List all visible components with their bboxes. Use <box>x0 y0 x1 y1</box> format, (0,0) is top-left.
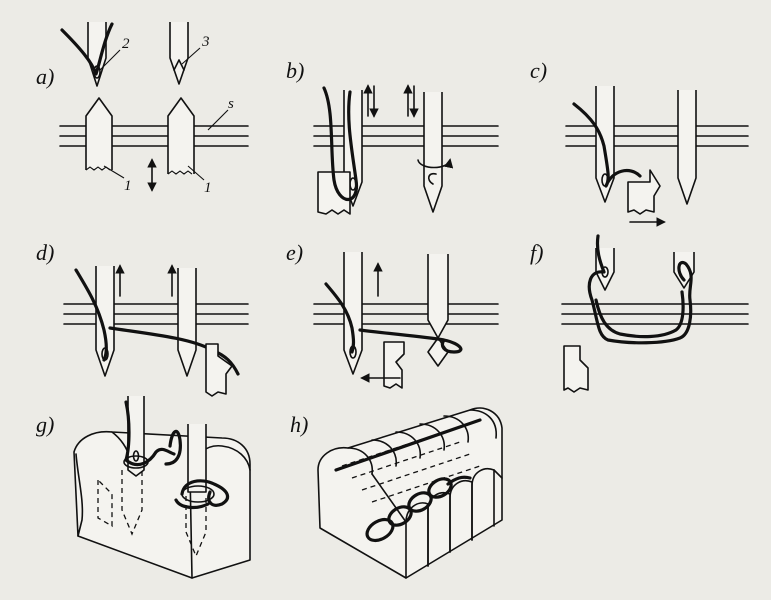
dashed-needle-g2 <box>185 496 207 558</box>
needle-hook-b <box>423 92 443 213</box>
dashed-needle-g1 <box>121 470 143 536</box>
dash-h4 <box>371 465 481 503</box>
block-c <box>627 169 661 215</box>
panel-label-d: d) <box>36 240 54 265</box>
punch-right-a <box>167 97 195 175</box>
thread-e1 <box>324 282 356 354</box>
panel-f: f) <box>530 234 749 393</box>
needle-plain-d <box>177 268 197 377</box>
needle-eye-d <box>95 266 115 377</box>
panel-e: e) <box>286 240 499 389</box>
panel-a: a) 2 3 <box>36 22 249 196</box>
rail-e <box>313 303 499 325</box>
thread-c <box>572 102 642 188</box>
needle-eye-a <box>60 22 114 87</box>
thread-f-inner <box>594 290 685 339</box>
dash-h2 <box>351 441 461 479</box>
rail-f <box>561 303 749 325</box>
callout-2: 2 <box>122 36 130 52</box>
callout-1-left: 1 <box>124 178 132 194</box>
thread-f <box>587 234 693 345</box>
panel-label-c: c) <box>530 58 547 83</box>
needle-eye-e <box>343 252 363 375</box>
thread-g4 <box>174 498 210 510</box>
panel-label-e: e) <box>286 240 303 265</box>
punch-left-a <box>85 97 113 171</box>
panel-h: h) <box>290 407 503 579</box>
callout-3: 3 <box>201 34 210 50</box>
thread-h-top <box>334 418 482 472</box>
rail-c <box>565 125 749 147</box>
thread-d1 <box>74 268 108 362</box>
panel-label-g: g) <box>36 412 54 437</box>
panel-c: c) <box>530 58 749 227</box>
rail-b <box>313 125 499 147</box>
callout-s: s <box>228 96 234 112</box>
dashed-slot-g <box>97 478 113 528</box>
thread-g2 <box>164 429 182 466</box>
block-d <box>205 343 233 397</box>
rail-d <box>63 303 249 325</box>
chain-h <box>365 475 472 543</box>
needle-diamond-e <box>427 254 449 367</box>
thread-e2 <box>358 328 463 354</box>
needle-diamond-f <box>673 252 695 289</box>
dash-h3 <box>361 453 471 491</box>
panel-label-b: b) <box>286 58 304 83</box>
panel-b: b) <box>286 58 499 215</box>
callout-1-right: 1 <box>204 180 212 196</box>
panel-label-h: h) <box>290 412 308 437</box>
block-h <box>317 407 503 579</box>
panel-d: d) <box>36 240 249 397</box>
needle-hook-a <box>169 22 189 85</box>
block-b <box>317 171 351 215</box>
panel-label-f: f) <box>530 240 543 265</box>
thread-g1 <box>124 400 176 467</box>
needle-plain-g <box>187 424 207 493</box>
block-e <box>383 341 405 389</box>
panel-label-a: a) <box>36 64 54 89</box>
needle-plain-c <box>677 90 697 205</box>
thread-g3 <box>180 479 230 507</box>
panel-g: g) <box>36 396 251 579</box>
rotate-arrow-b <box>417 158 454 169</box>
thread-b <box>322 86 359 201</box>
block-f <box>563 345 589 393</box>
